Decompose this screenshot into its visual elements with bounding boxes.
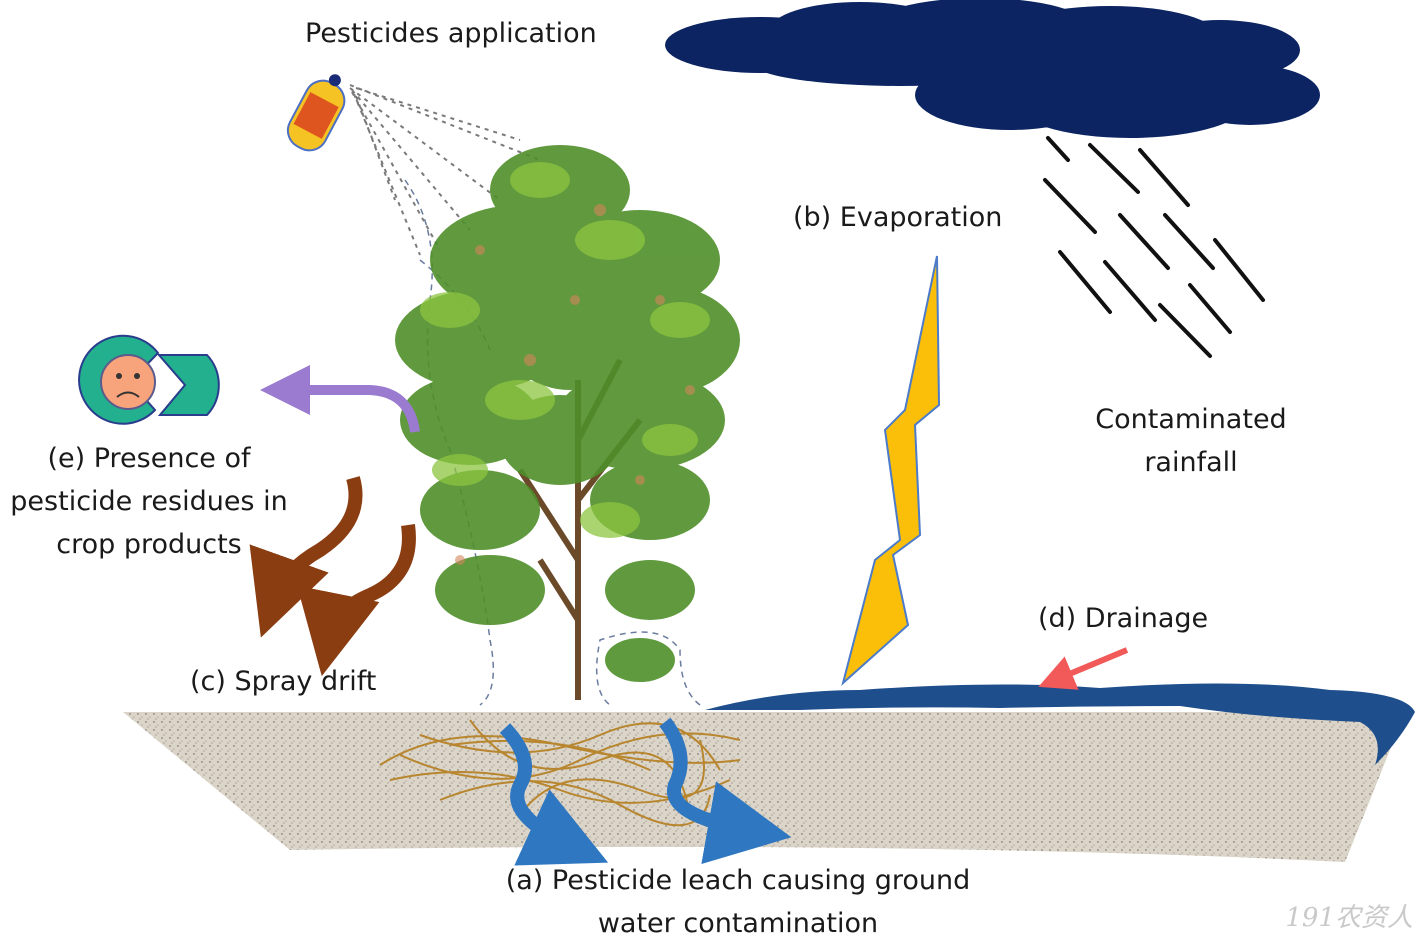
label-presence-residues-line2: pesticide residues in (10, 486, 288, 517)
sprayer-bottle-icon (286, 74, 346, 152)
tree-icon (395, 145, 740, 700)
label-drainage: (d) Drainage (1038, 603, 1209, 634)
label-contaminated-rainfall-line2: rainfall (1144, 447, 1238, 478)
residue-arrow (260, 365, 420, 433)
spray-mist (349, 84, 541, 256)
leach-arrow-left (499, 723, 609, 866)
label-spray-drift: (c) Spray drift (190, 666, 377, 697)
watermark: 191农资人 (1285, 903, 1413, 933)
label-presence-residues-line1: (e) Presence of (47, 443, 251, 474)
lightning-icon (841, 255, 941, 686)
label-leach-line2: water contamination (597, 908, 879, 939)
drainage-arrow (1038, 647, 1129, 690)
label-presence-residues: (e) Presence of pesticide residues in cr… (0, 437, 298, 566)
rain-streaks (1043, 136, 1265, 358)
label-leach: (a) Pesticide leach causing ground water… (478, 859, 998, 945)
spray-drift-arrow-2 (297, 524, 416, 677)
label-contaminated-rainfall: Contaminated rainfall (1075, 398, 1307, 484)
storm-cloud-icon (665, 0, 1320, 138)
sad-face-icon (78, 334, 220, 425)
label-leach-line1: (a) Pesticide leach causing ground (505, 865, 971, 896)
drainage-water (705, 683, 1415, 765)
label-contaminated-rainfall-line1: Contaminated (1095, 404, 1287, 435)
label-evaporation: (b) Evaporation (793, 202, 1003, 233)
spray-drift-arrow-1 (249, 476, 363, 638)
leach-arrow-right (659, 717, 792, 865)
label-pesticides-application: Pesticides application (305, 18, 597, 49)
soil-ground (123, 712, 1405, 862)
label-presence-residues-line3: crop products (56, 529, 242, 560)
